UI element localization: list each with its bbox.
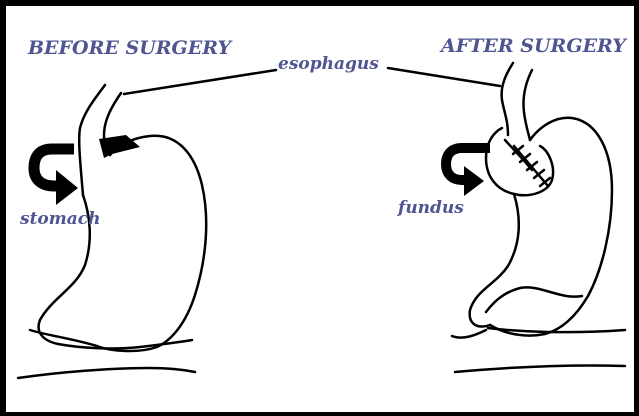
before-arrow [34, 149, 78, 205]
esophagus-label: esophagus [278, 56, 379, 73]
after-lesser-curvature [470, 194, 519, 327]
after-outlet-left [452, 330, 486, 338]
after-esophagus-left-wall [502, 63, 513, 135]
after-arrow [446, 148, 490, 196]
fundus-label: fundus [398, 200, 464, 217]
after-esophagus-right-wall [523, 70, 532, 140]
before-arrow-head [56, 170, 78, 205]
after-greater-curvature [490, 118, 612, 336]
leader-line-left [124, 70, 276, 94]
before-stomach-drawing [18, 85, 206, 378]
after-stomach-drawing [452, 63, 625, 372]
after-outlet-lower [455, 365, 625, 372]
before-outlet-lower [18, 368, 195, 378]
after-surgery-title: AFTER SURGERY [441, 37, 626, 56]
before-greater-curvature [30, 136, 206, 351]
after-arrow-head [464, 166, 484, 196]
after-lesser-inner [486, 287, 582, 312]
leader-line-right [388, 68, 500, 86]
before-surgery-title: BEFORE SURGERY [28, 39, 231, 58]
stomach-label: stomach [20, 211, 100, 228]
